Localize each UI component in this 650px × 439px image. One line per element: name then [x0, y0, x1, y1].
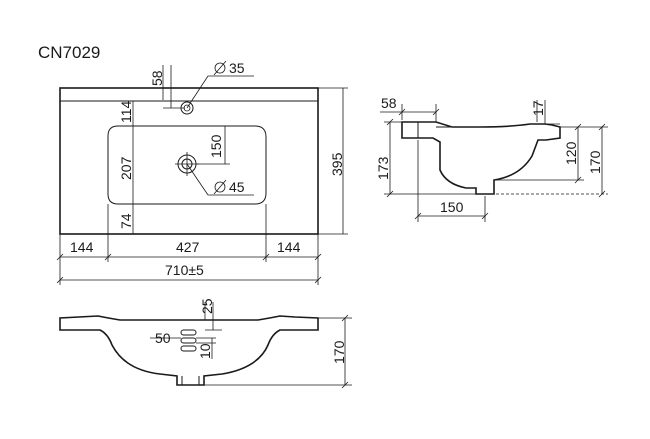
overflow-slot	[180, 345, 197, 352]
dim-25: 25	[199, 298, 215, 314]
dim-58-side: 58	[381, 95, 397, 111]
overflow-slot	[180, 329, 197, 336]
dim-710: 710±5	[165, 262, 204, 278]
diameter-icon	[214, 62, 226, 74]
dim-170-side: 170	[587, 150, 603, 174]
side-profile	[401, 121, 561, 195]
dim-144-right: 144	[277, 239, 301, 255]
dim-17: 17	[530, 100, 546, 116]
side-view: 58 17 173 120 170 150	[375, 95, 608, 222]
dim-144-left: 144	[70, 239, 94, 255]
dim-74: 74	[118, 213, 134, 229]
model-title: CN7029	[38, 43, 100, 62]
dim-150-side: 150	[440, 199, 464, 215]
dim-120: 120	[563, 141, 579, 165]
top-view: 58 35 114 150 207 45 74 3	[56, 60, 348, 285]
overflow-slot	[180, 337, 197, 344]
dim-170-front: 170	[331, 340, 347, 364]
dim-35: 35	[229, 60, 245, 76]
dim-58-top: 58	[149, 70, 165, 86]
dim-10: 10	[197, 343, 213, 359]
dim-173: 173	[375, 156, 391, 180]
dim-114: 114	[118, 100, 134, 123]
dim-150-top: 150	[208, 134, 224, 158]
dim-50: 50	[155, 330, 171, 346]
basin-outline	[59, 87, 319, 235]
bowl-outline	[107, 125, 267, 205]
dim-427: 427	[176, 239, 200, 255]
front-view: 25 50 10 170	[59, 298, 352, 389]
dim-395: 395	[329, 152, 345, 176]
dim-207: 207	[118, 156, 134, 180]
dim-45: 45	[229, 179, 245, 195]
